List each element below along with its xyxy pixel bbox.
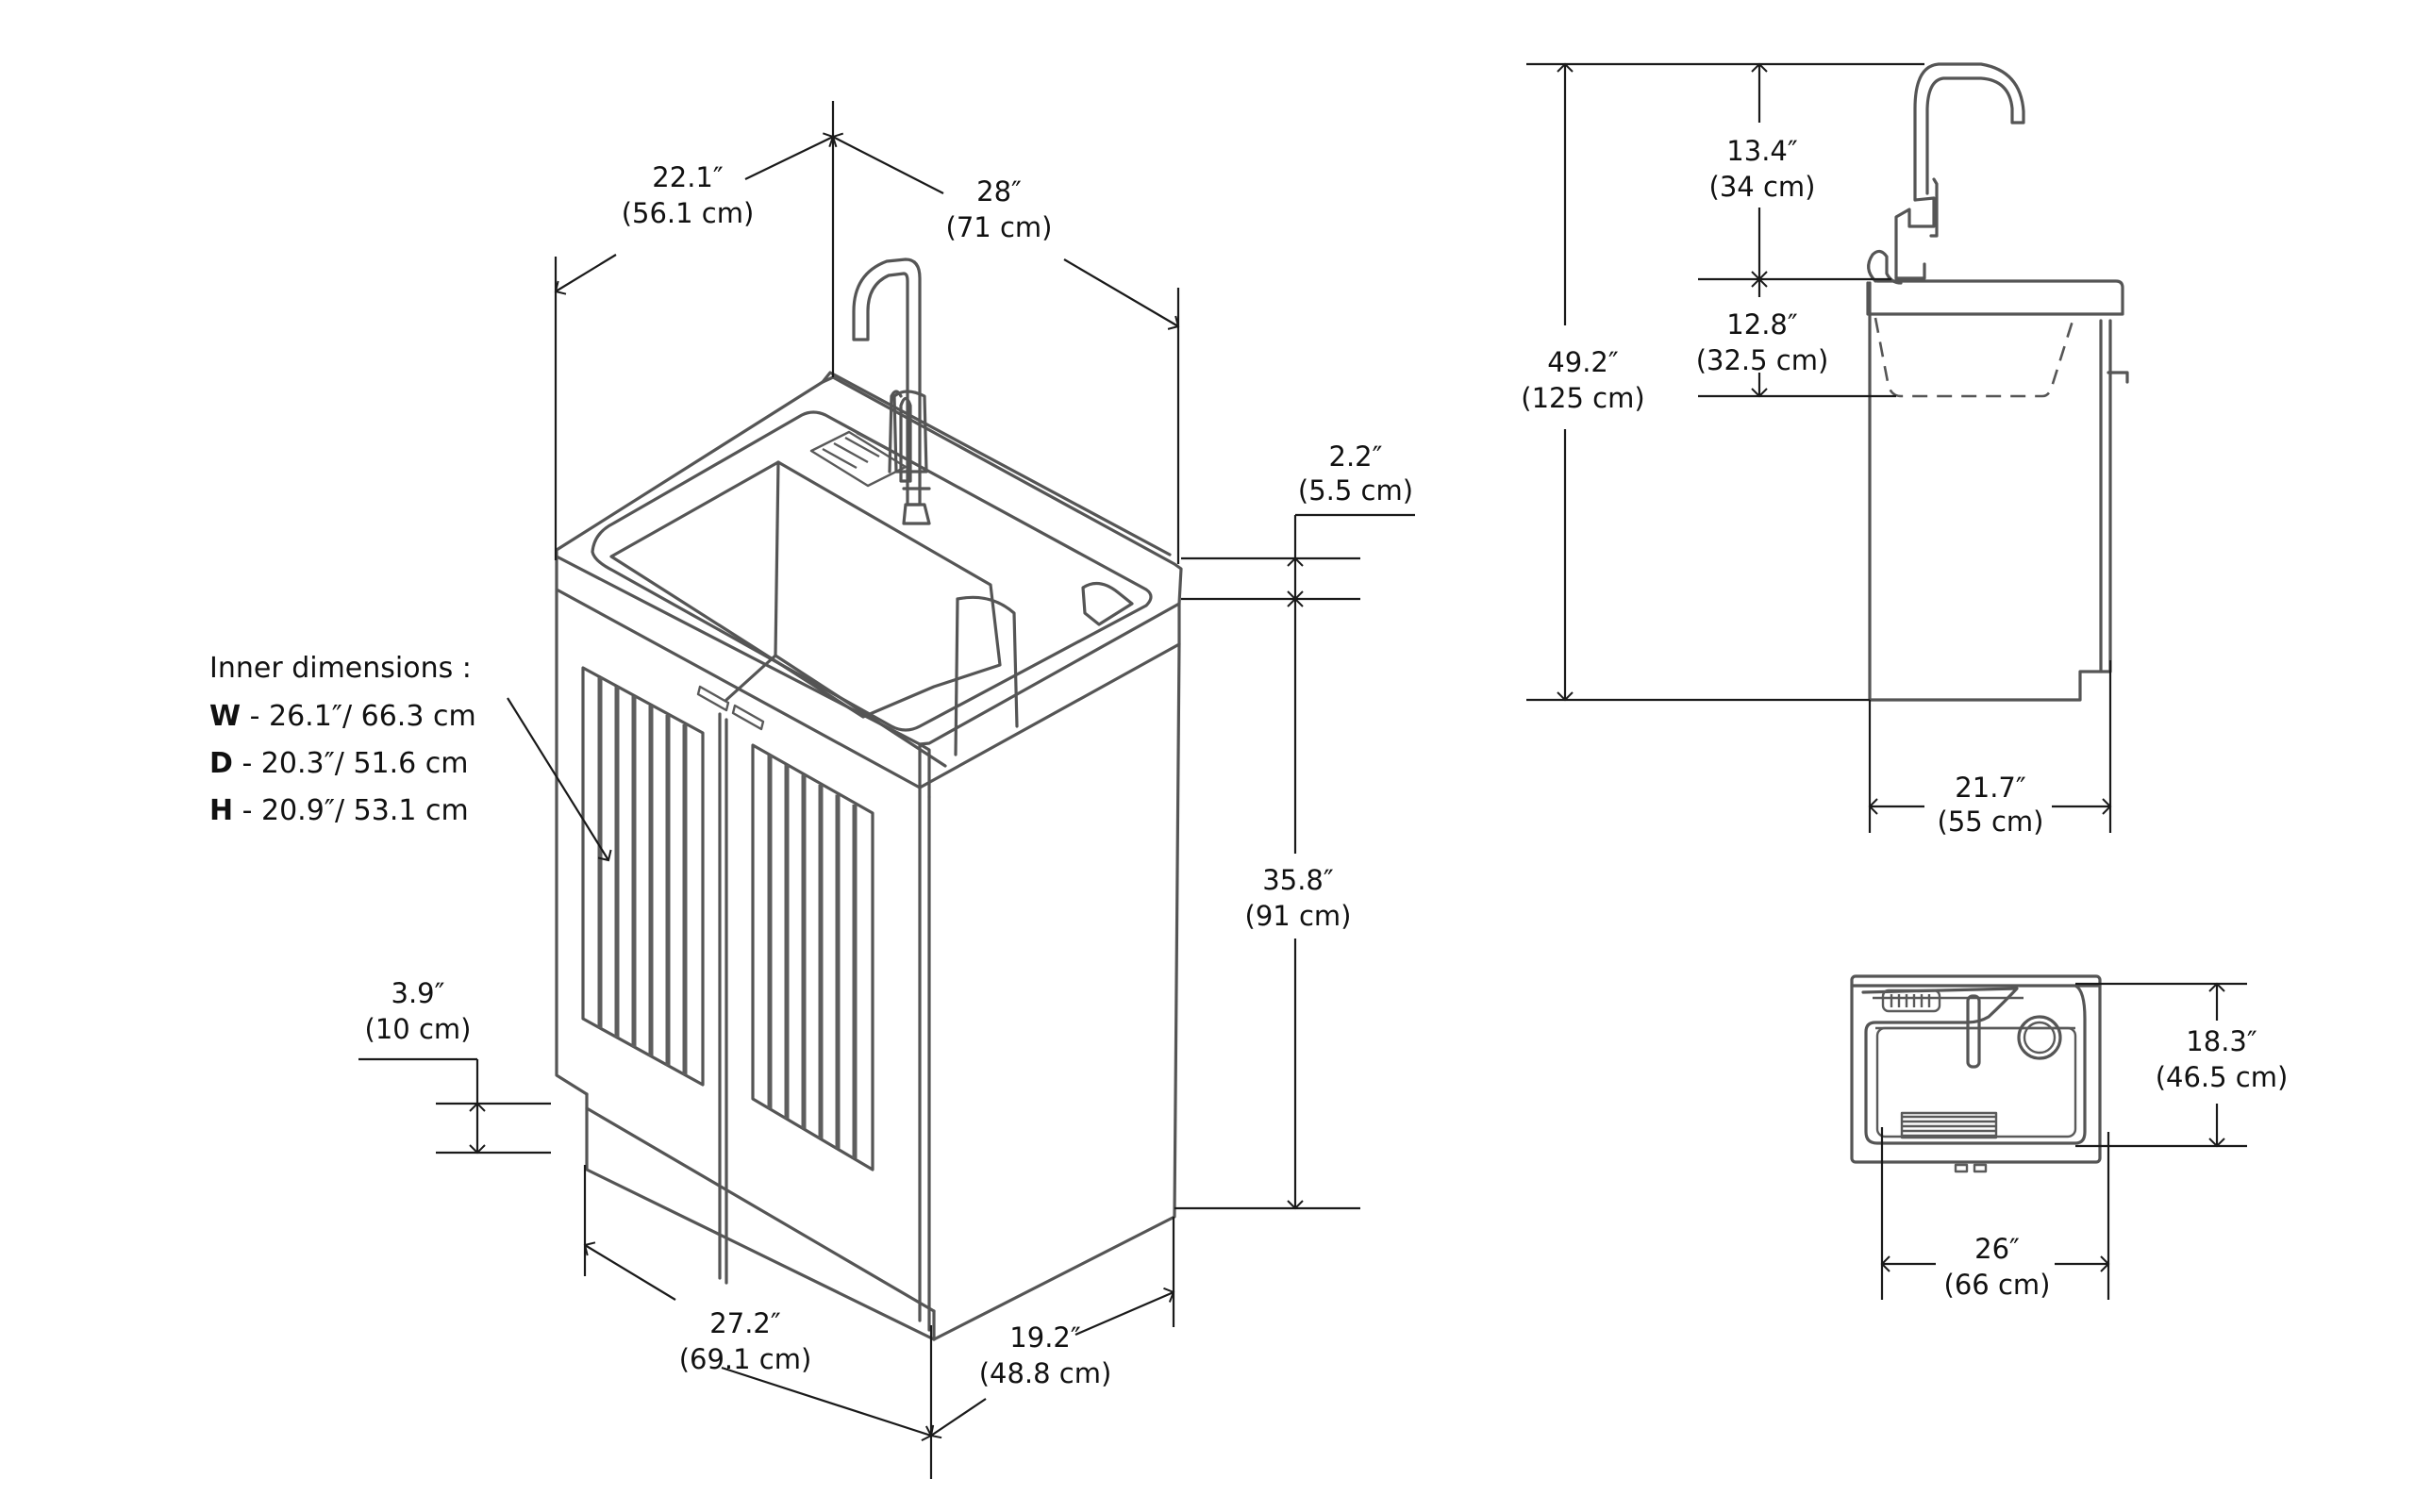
inner-dimensions-title: Inner dimensions : (209, 652, 472, 685)
faucet-side (1894, 62, 2025, 280)
dim-total-height-in: 49.2″ (1547, 346, 1619, 378)
dim-total-height-49-2: 49.2″ (125 cm) (1521, 62, 1924, 702)
dim-depth-in: 22.1″ (652, 161, 724, 193)
inner-dim-key: H (209, 794, 233, 827)
dim-top-depth-18-3: 18.3″ (46.5 cm) (2075, 982, 2289, 1148)
dim-countertop-cm: (5.5 cm) (1298, 474, 1413, 507)
dim-base-width-cm: (69.1 cm) (679, 1343, 812, 1375)
isometric-view: 22.1″ (56.1 cm) 28″ (71 cm) 2.2″ (5.5 cm… (358, 101, 1415, 1479)
dim-top-depth-cm: (46.5 cm) (2156, 1061, 2289, 1093)
dim-toe-kick-3-9: 3.9″ (10 cm) (358, 977, 551, 1155)
dim-cabinet-height-in: 35.8″ (1262, 864, 1334, 896)
dim-top-depth-in: 18.3″ (2186, 1025, 2257, 1057)
dim-countertop-in: 2.2″ (1329, 440, 1383, 473)
dim-cabinet-height-cm: (91 cm) (1245, 900, 1352, 932)
dim-side-depth-21-7: 21.7″ (55 cm) (1868, 660, 2112, 838)
dim-width-28: 28″ (71 cm) (831, 132, 1180, 564)
dim-width-in: 28″ (976, 175, 1022, 208)
inner-dim-width: W - 26.1″/ 66.3 cm (209, 700, 476, 733)
dim-side-depth-in: 21.7″ (1955, 772, 2026, 804)
inner-dim-value: - 26.1″/ 66.3 cm (241, 700, 476, 733)
dim-side-depth-cm: (55 cm) (1938, 806, 2044, 838)
inner-dim-height: H - 20.9″/ 53.1 cm (209, 794, 469, 827)
side-view: 49.2″ (125 cm) 13.4″ (34 cm) 12.8″ (32.5… (1521, 62, 2129, 838)
dim-width-cm: (71 cm) (946, 211, 1053, 243)
dim-top-width-in: 26″ (1974, 1233, 2020, 1265)
dim-total-height-cm: (125 cm) (1521, 382, 1644, 414)
dim-toe-kick-in: 3.9″ (391, 977, 445, 1009)
dim-basin-depth-12-8: 12.8″ (32.5 cm) (1696, 277, 1896, 398)
dim-faucet-height-13-4: 13.4″ (34 cm) (1698, 62, 1891, 281)
inner-dim-value: - 20.3″/ 51.6 cm (233, 747, 469, 780)
dim-depth-22-1: 22.1″ (56.1 cm) (554, 101, 835, 560)
inner-dim-key: D (209, 747, 233, 780)
dim-faucet-height-cm: (34 cm) (1709, 171, 1816, 203)
dim-toe-kick-cm: (10 cm) (365, 1013, 472, 1045)
dim-basin-depth-cm: (32.5 cm) (1696, 344, 1829, 376)
dim-countertop-2-2: 2.2″ (5.5 cm) (1181, 440, 1415, 601)
inner-dim-key: W (209, 700, 241, 733)
faucet-isometric (852, 258, 931, 525)
dim-top-width-26: 26″ (66 cm) (1880, 1127, 2110, 1301)
sink-basin (591, 371, 1172, 768)
dim-faucet-height-in: 13.4″ (1726, 135, 1798, 167)
inner-dim-value: - 20.9″/ 53.1 cm (233, 794, 469, 827)
inner-dimensions-note: Inner dimensions : W - 26.1″/ 66.3 cm D … (209, 652, 476, 827)
dim-base-width-27-2: 27.2″ (69.1 cm) (583, 1165, 933, 1479)
dim-base-depth-19-2: 19.2″ (48.8 cm) (929, 1217, 1175, 1439)
dim-base-depth-cm: (48.8 cm) (979, 1357, 1112, 1389)
inner-dim-depth: D - 20.3″/ 51.6 cm (209, 747, 469, 780)
inner-dimensions-leader (507, 697, 612, 862)
top-view: 18.3″ (46.5 cm) 26″ (66 cm) (1850, 974, 2289, 1301)
cabinet-body (555, 375, 1183, 1341)
dim-depth-cm: (56.1 cm) (622, 197, 755, 229)
right-door-panel (751, 743, 874, 1171)
left-door-panel (581, 666, 705, 1087)
dim-cabinet-height-35-8: 35.8″ (91 cm) (1174, 597, 1360, 1210)
dim-base-depth-in: 19.2″ (1009, 1321, 1081, 1354)
dim-basin-depth-in: 12.8″ (1726, 308, 1798, 341)
dim-base-width-in: 27.2″ (709, 1307, 781, 1339)
dim-top-width-cm: (66 cm) (1944, 1269, 2051, 1301)
